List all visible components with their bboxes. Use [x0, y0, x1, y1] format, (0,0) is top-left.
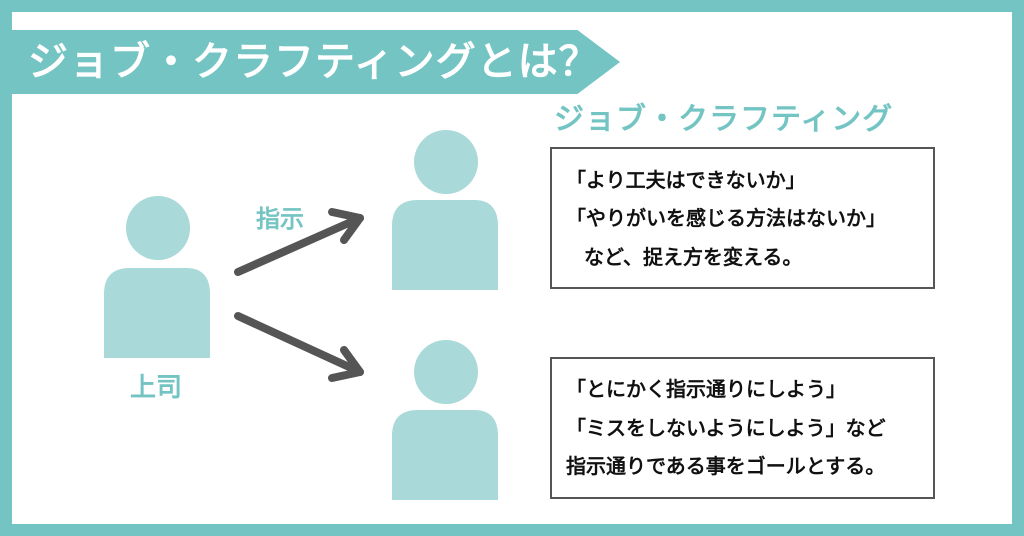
boss-person-icon: [104, 196, 210, 358]
page-title: ジョブ・クラフティングとは？: [28, 39, 600, 85]
boss-label: 上司: [130, 373, 183, 403]
crafting-label: ジョブ・クラフティング: [554, 102, 894, 137]
arrow-icon-down: [234, 312, 364, 382]
instruction-label: 指示: [256, 205, 304, 233]
crafting-line-2: 「やりがいを感じる方法はないか」: [566, 206, 886, 230]
follower-line-1: 「とにかく指示通りにしよう」: [566, 377, 846, 401]
follower-line-2: 「ミスをしないようにしよう」など: [566, 416, 886, 440]
arrow-icon-up: [234, 208, 364, 276]
crafting-person-icon: [392, 130, 498, 290]
crafting-line-3: など、捉え方を変える。: [584, 245, 803, 269]
follower-person-icon: [392, 340, 498, 500]
crafting-box: [550, 147, 935, 289]
title-banner: [12, 30, 620, 94]
follower-line-3: 指示通りである事をゴールとする。: [566, 454, 886, 478]
follower-box: [550, 357, 935, 499]
crafting-line-1: 「より工夫はできないか」: [566, 168, 806, 192]
